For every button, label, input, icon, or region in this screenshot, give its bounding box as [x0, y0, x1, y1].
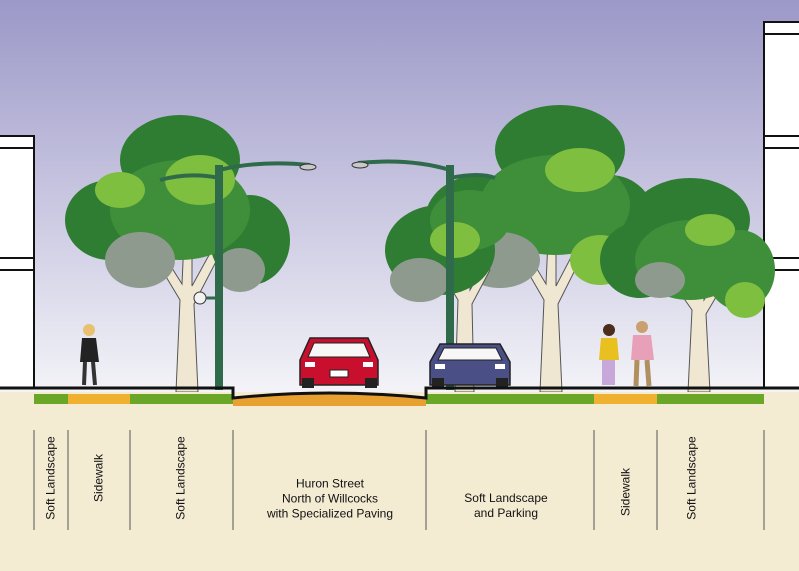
tree-right: [600, 178, 775, 393]
pedestrian-left: [80, 324, 99, 386]
zone-label-sidewalk-2: Sidewalk: [618, 467, 633, 517]
ground: [0, 392, 799, 571]
strip-paving: [233, 393, 426, 406]
car-red: [299, 337, 379, 388]
zone-dividers: [33, 430, 765, 530]
strip-sidewalk-2: [594, 394, 657, 404]
ground-line: [0, 386, 799, 400]
strip-soft-landscape-2: [130, 394, 233, 404]
car-blue: [429, 343, 511, 388]
street-light-right: [351, 159, 496, 390]
pedestrian-man: [631, 321, 654, 387]
strip-soft-landscape-1: [34, 394, 68, 404]
strip-soft-landscape-3: [657, 394, 764, 404]
strip-sidewalk-1: [68, 394, 130, 404]
zone-label-sidewalk-1: Sidewalk: [91, 453, 106, 503]
zone-label-huron-street: Huron Street North of Willcocks with Spe…: [266, 476, 394, 521]
zone-label-soft-landscape-2: Soft Landscape: [173, 436, 188, 520]
zone-label-soft-landscape-1: Soft Landscape: [43, 436, 58, 520]
zone-label-soft-landscape-parking: Soft Landscape and Parking: [464, 491, 548, 520]
pedestrian-woman: [599, 324, 619, 385]
strip-soft-landscape-parking: [426, 394, 594, 404]
building-left: [0, 135, 35, 389]
street-light-left: [159, 161, 317, 390]
zone-label-soft-landscape-3: Soft Landscape: [684, 436, 699, 520]
building-right: [763, 21, 799, 389]
